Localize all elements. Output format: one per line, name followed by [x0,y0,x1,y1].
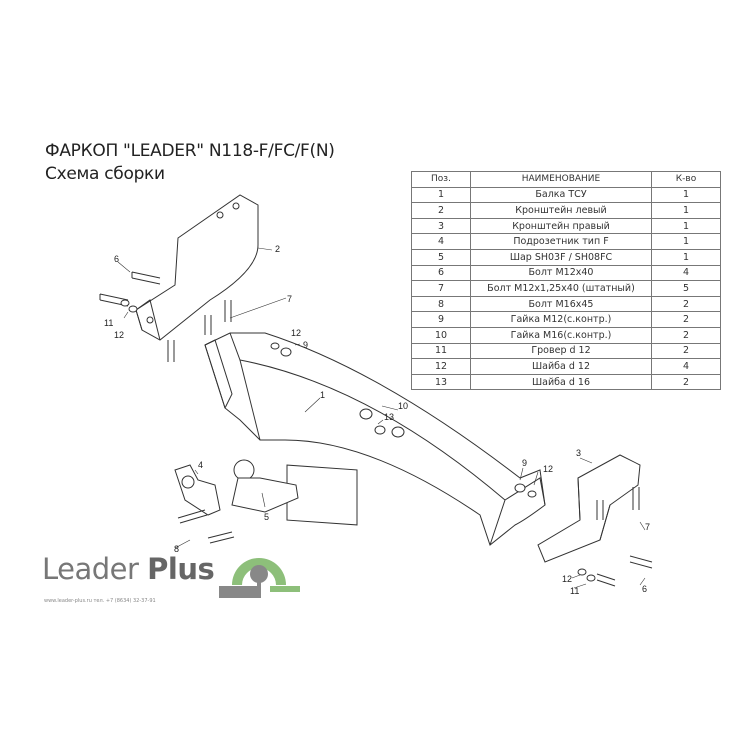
callout-6: 6 [114,254,119,264]
callout-7b: 7 [645,522,650,532]
callout-12d: 12 [562,574,572,584]
nuts-washers [120,299,596,582]
leader-lines [117,247,646,589]
diagram-title: ФАРКОП "LEADER" N118-F/FC/F(N) [45,141,335,161]
callout-10: 10 [398,401,408,411]
callout-7: 7 [287,294,292,304]
cell-qty: 2 [651,373,721,391]
bracket-right [537,454,641,563]
callout-8: 8 [174,544,179,554]
callout-9b: 9 [522,458,527,468]
tow-beam [204,332,546,546]
logo-name-bold: Plus [147,552,215,586]
callout-12b: 12 [114,330,124,340]
table-header-row: Поз. НАИМЕНОВАНИЕ К-во [411,171,721,188]
leader-plus-logo-icon [219,558,300,598]
cell-name: Шайба d 16 [470,373,652,391]
callout-1: 1 [320,390,325,400]
callout-11b: 11 [570,586,579,596]
callout-6b: 6 [642,584,647,594]
part-callouts: 2 7 12 9 1 10 13 6 11 12 4 5 8 9 12 3 7 … [104,244,650,596]
cell-qty: 1 [651,248,721,266]
logo-wordmark: Leader Plus [42,552,215,586]
callout-3: 3 [576,448,581,458]
callout-4: 4 [198,460,203,470]
callout-12c: 12 [543,464,553,474]
callout-5: 5 [264,512,269,522]
callout-9: 9 [303,340,308,350]
callout-13: 13 [384,412,394,422]
bracket-left [135,194,259,341]
callout-11: 11 [104,318,113,328]
bolts [99,271,653,587]
callout-2: 2 [275,244,280,254]
logo-name-light: Leader [42,552,139,586]
socket-plate [174,464,221,516]
logo-contacts: www.leader-plus.ru тел. +7 (8634) 32-37-… [44,598,156,604]
callout-12: 12 [291,328,301,338]
tow-ball [231,459,299,513]
diagram-subtitle: Схема сборки [45,164,165,184]
